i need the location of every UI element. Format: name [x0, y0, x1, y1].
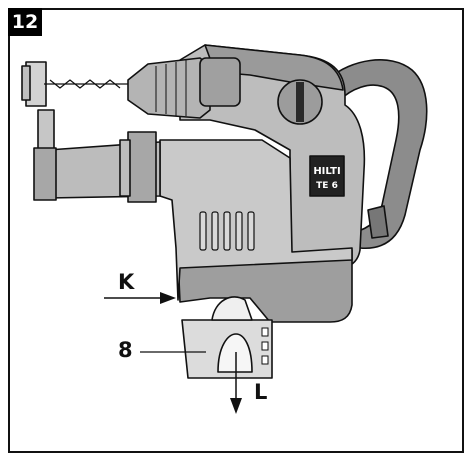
outlet-opening: [217, 333, 253, 373]
arrow-k: [104, 292, 176, 304]
outlet-slots: [261, 327, 269, 365]
figure-number-badge: 12: [8, 8, 42, 36]
callout-l: L: [254, 380, 268, 404]
bellows: [33, 131, 157, 203]
brand-lettering: HILTI: [313, 166, 340, 177]
top-cap: [204, 44, 344, 91]
arrow-l: [230, 352, 242, 414]
rear-handle: [329, 59, 428, 250]
callout-8: 8: [118, 338, 133, 362]
trigger: [367, 205, 389, 239]
side-knob: [199, 57, 241, 107]
drill-body: [21, 44, 428, 379]
figure-frame: [8, 8, 464, 453]
brand-plate: [309, 155, 345, 197]
callout-k: K: [118, 270, 135, 294]
model-lettering: TE 6: [316, 181, 338, 191]
dust-module-band: [177, 249, 353, 323]
chuck-ribs: [155, 60, 187, 116]
drill-bit: [44, 79, 128, 89]
vent-slots: [199, 211, 255, 251]
chuck: [127, 57, 211, 119]
dust-module: [159, 139, 353, 301]
